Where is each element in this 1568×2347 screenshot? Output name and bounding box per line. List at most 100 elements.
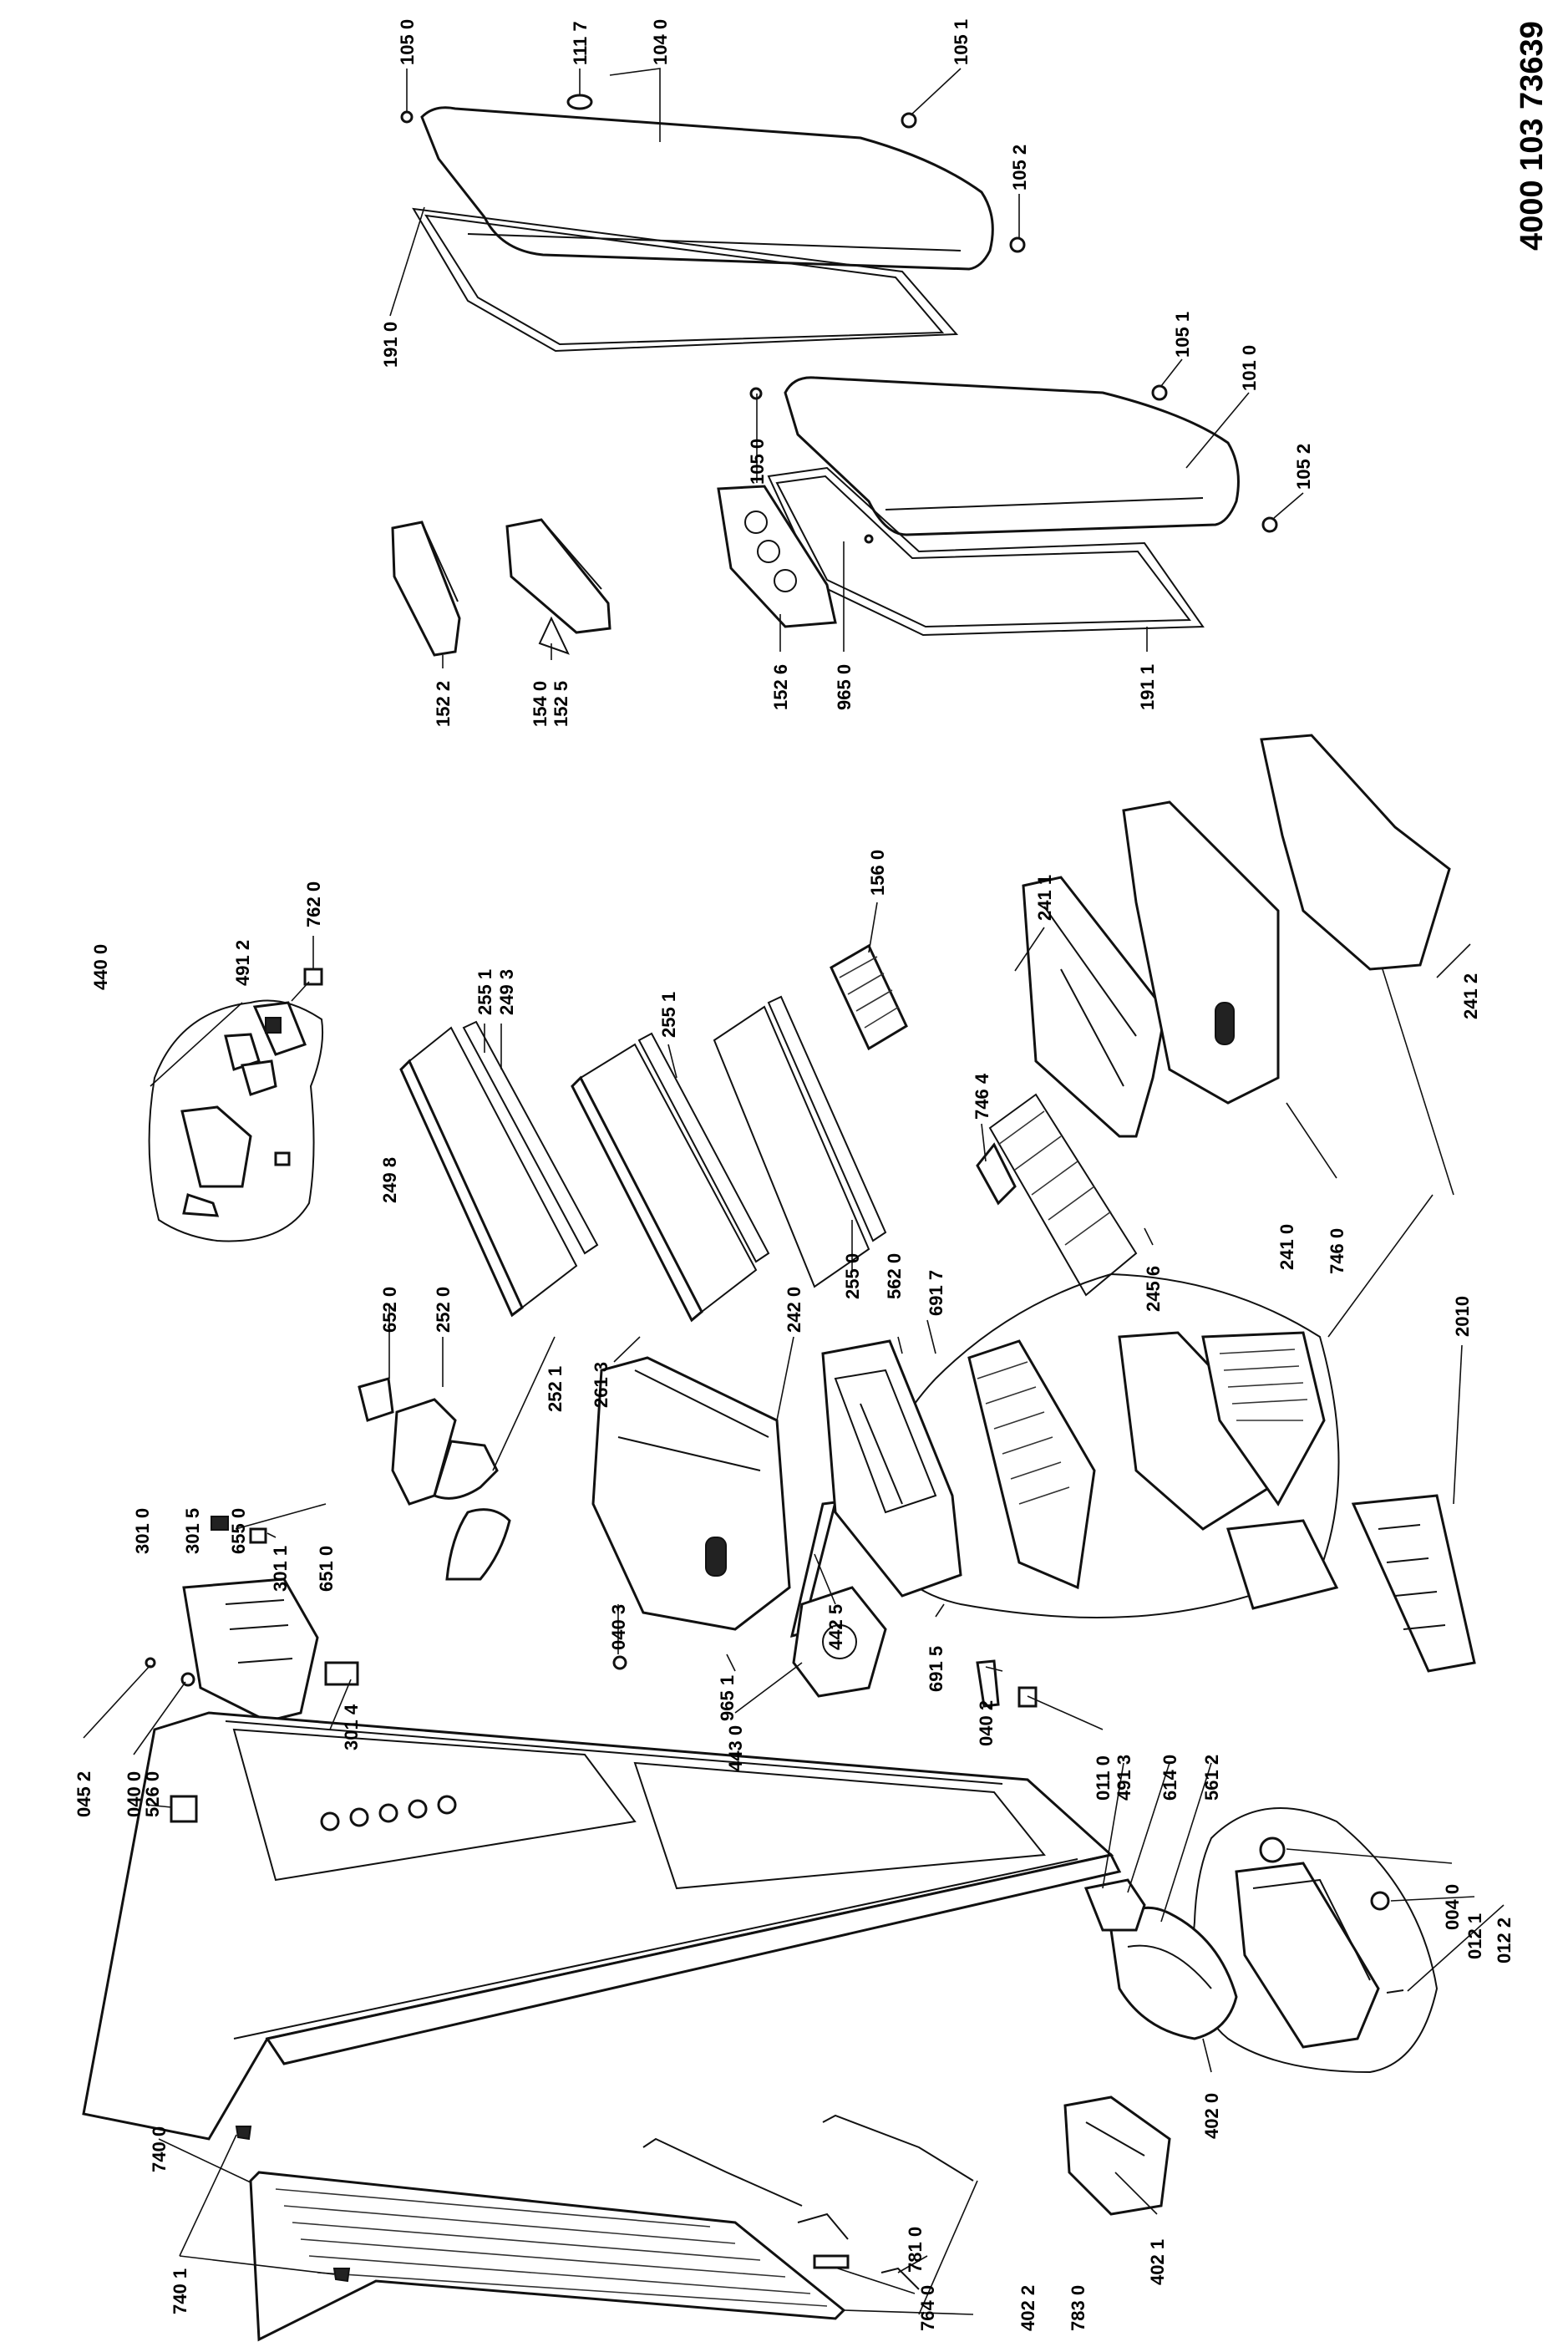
thermostat-cover: [324, 1661, 359, 1686]
label-783-0: 783 0: [1068, 2285, 1088, 2331]
drain-pan: [1017, 1686, 1038, 1708]
label-105-1-b: 105 1: [1172, 312, 1193, 358]
label-301-1: 301 1: [270, 1546, 291, 1592]
hinge-bush: [1261, 516, 1278, 533]
door-shelf-egg: [505, 518, 611, 655]
label-156-0: 156 0: [867, 850, 888, 896]
condenser: [249, 2171, 846, 2342]
glass-shelf-lower-b: [713, 995, 887, 1288]
freezer-drawer-top: [1022, 876, 1167, 1138]
label-655-0: 655 0: [228, 1508, 249, 1554]
ice-cube-tray: [830, 943, 908, 1051]
label-249-8: 249 8: [379, 1157, 400, 1203]
label-040-0: 040 0: [124, 1771, 145, 1817]
hinge-bush: [901, 112, 917, 129]
label-255-1: 255 1: [474, 969, 495, 1015]
lamp-cover-small: [303, 968, 323, 986]
washer: [1370, 1891, 1390, 1911]
label-012-2: 012 2: [1494, 1918, 1515, 1963]
compressor-base: [1063, 2096, 1171, 2216]
glass-shelf-upper: [399, 1020, 599, 1318]
label-105-1: 105 1: [951, 19, 972, 65]
label-442-5: 442 5: [825, 1604, 846, 1650]
label-614-0: 614 0: [1160, 1755, 1180, 1801]
label-004-0: 004 0: [1442, 1884, 1463, 1930]
upper-door-gasket: [412, 207, 959, 353]
evaporator-group: [1118, 1331, 1339, 1610]
label-040-3: 040 3: [608, 1604, 629, 1650]
evaporator-coil: [967, 1339, 1096, 1590]
label-965-1: 965 1: [717, 1675, 738, 1721]
label-012-1: 012 1: [1464, 1913, 1485, 1959]
label-154-0: 154 0: [530, 681, 551, 727]
crisper-drawer: [591, 1356, 791, 1631]
label-252-0: 252 0: [433, 1287, 454, 1333]
cabinet-body: [82, 1711, 1122, 2141]
label-104-0: 104 0: [650, 19, 671, 65]
label-301-0: 301 0: [132, 1508, 153, 1554]
hinge-bracket: [976, 1659, 1000, 1708]
thermostat-knob-plate: [252, 1001, 307, 1056]
fan-motor: [792, 1586, 887, 1698]
hinge-bush: [1151, 384, 1168, 401]
control-panel: [182, 1516, 319, 1723]
condenser-pipes: [642, 2114, 974, 2290]
label-965-0: 965 0: [834, 664, 855, 710]
document-number: 4000 103 73639: [1515, 21, 1550, 251]
label-105-0-b: 105 0: [747, 439, 768, 485]
label-301-5: 301 5: [182, 1508, 203, 1554]
label-526-0: 526 0: [142, 1771, 163, 1817]
label-762-0: 762 0: [303, 881, 324, 927]
label-2010: 2010: [1452, 1296, 1473, 1337]
screw: [145, 1657, 156, 1669]
fan-thermostat-group: [180, 1033, 291, 1217]
label-241-0: 241 0: [1276, 1224, 1297, 1270]
condenser-clips: [235, 2126, 351, 2283]
label-045-2: 045 2: [74, 1771, 94, 1817]
label-040-2: 040 2: [976, 1700, 997, 1746]
label-740-0: 740 0: [149, 2126, 170, 2172]
label-245-6: 245 6: [1143, 1266, 1164, 1312]
hinge-cover: [566, 94, 593, 110]
relay-box: [1083, 1878, 1146, 1932]
label-691-7: 691 7: [926, 1270, 946, 1316]
label-402-1: 402 1: [1147, 2239, 1168, 2285]
label-111-7: 111 7: [570, 21, 591, 65]
cabinet-interior: [232, 1728, 1046, 1890]
label-152-5: 152 5: [551, 681, 571, 727]
label-691-5: 691 5: [926, 1646, 946, 1692]
label-561-2: 561 2: [1201, 1755, 1222, 1801]
label-746-0: 746 0: [1327, 1228, 1347, 1274]
label-491-2: 491 2: [232, 940, 253, 986]
part-labels: 105 0 111 7 104 0 105 1 105 2 191 0 105 …: [74, 19, 1515, 2331]
label-011-0: 011 0: [1093, 1755, 1114, 1801]
label-252-1: 252 1: [545, 1366, 566, 1412]
glass-shelf-lower-a: [571, 1032, 770, 1323]
label-105-2-b: 105 2: [1293, 444, 1314, 490]
label-301-4: 301 4: [341, 1704, 362, 1750]
label-191-0: 191 0: [380, 322, 401, 368]
compressor: [1109, 1906, 1238, 2040]
label-562-0: 562 0: [884, 1253, 905, 1299]
label-781-0: 781 0: [905, 2227, 926, 2273]
label-105-0: 105 0: [397, 19, 418, 65]
screw: [400, 110, 414, 124]
door-bottle-rack: [717, 485, 837, 628]
freezer-drawer-bottom: [1260, 734, 1451, 971]
lower-door: [784, 376, 1240, 536]
label-255-1-b: 255 1: [658, 992, 679, 1038]
label-491-3: 491 3: [1114, 1755, 1134, 1801]
label-402-2: 402 2: [1017, 2285, 1038, 2331]
pin: [864, 534, 874, 544]
leader-lines: [83, 68, 1505, 2315]
hinge-bush: [1009, 236, 1026, 253]
wire-shelf: [976, 1093, 1138, 1297]
label-652-0: 652 0: [379, 1287, 400, 1333]
label-105-2: 105 2: [1009, 145, 1030, 191]
label-261-3: 261 3: [591, 1362, 611, 1408]
freezer-drawer-middle: [1122, 800, 1280, 1105]
grommet: [1259, 1836, 1286, 1863]
label-402-0: 402 0: [1201, 2093, 1222, 2139]
lamp-housing: [358, 1377, 511, 1581]
label-242-0: 242 0: [784, 1287, 804, 1333]
